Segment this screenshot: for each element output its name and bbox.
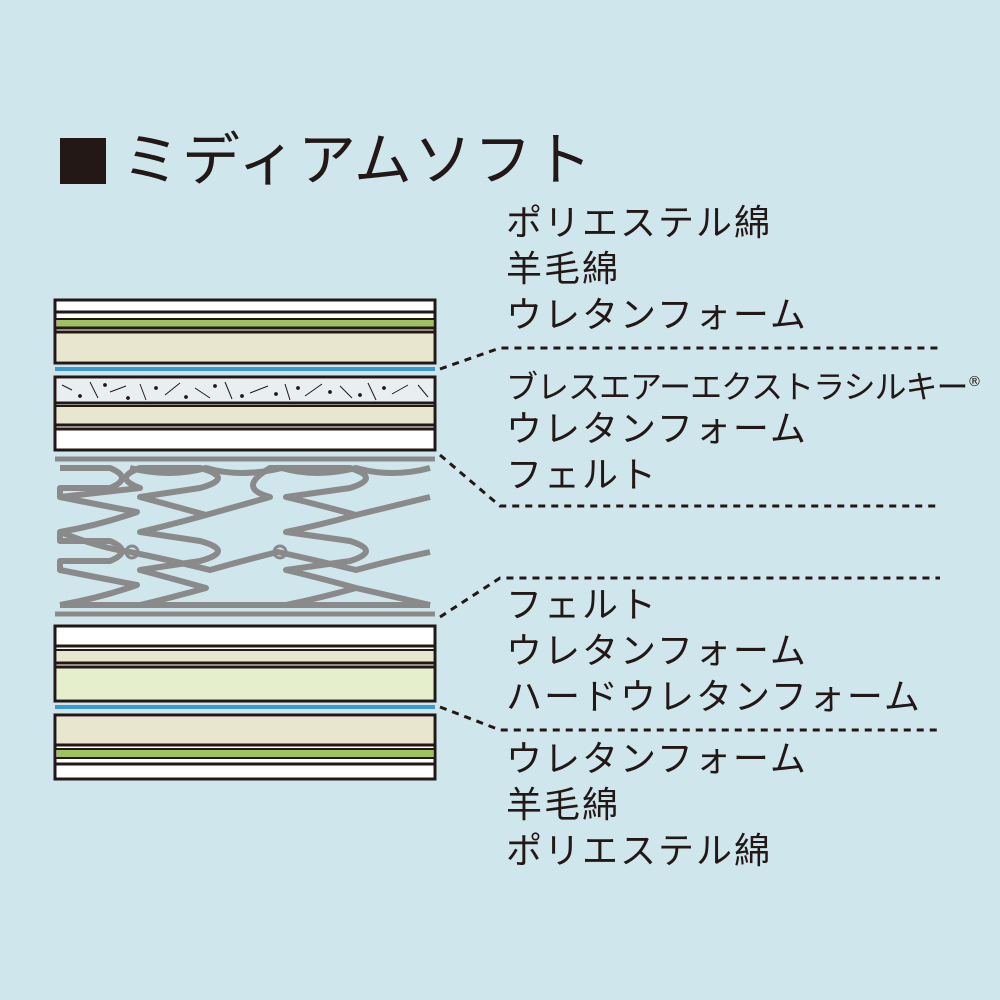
layer-urethane-3 xyxy=(57,650,433,663)
layer-wool-top xyxy=(57,319,433,328)
top-pad-block xyxy=(53,298,437,365)
layer-hard-urethane xyxy=(57,667,433,699)
hard-urethane-block xyxy=(53,624,437,703)
label-polyester-bottom: ポリエステル綿 xyxy=(506,831,773,872)
leader-line-2 xyxy=(439,453,940,508)
label-urethane-bottom: ウレタンフォーム xyxy=(506,739,808,780)
spring-knot-1 xyxy=(124,544,140,560)
breathair-fiber-texture xyxy=(61,381,429,401)
layer-felt-top xyxy=(57,429,433,448)
registered-mark: ® xyxy=(967,374,982,390)
label-felt-bottom: フェルト xyxy=(506,585,659,626)
spring-path-middle xyxy=(58,529,431,573)
layer-urethane-bottom xyxy=(57,717,433,745)
label-urethane-3: ウレタンフォーム xyxy=(506,631,808,672)
pocket-spring-coil xyxy=(55,456,435,617)
layer-breathair xyxy=(57,379,433,403)
label-urethane-top: ウレタンフォーム xyxy=(506,295,808,336)
layer-wool-bottom xyxy=(57,749,433,758)
spring-knot-2 xyxy=(272,544,288,560)
layer-polyester-top xyxy=(57,312,433,319)
bottom-pad-block xyxy=(53,713,437,781)
leader-line-4 xyxy=(439,705,940,732)
leader-line-3 xyxy=(439,576,940,619)
spring-path-left xyxy=(57,465,140,608)
label-urethane-2: ウレタンフォーム xyxy=(506,409,808,450)
leader-lines xyxy=(439,346,940,732)
label-breathair: ブレスエアーエクストラシルキー® xyxy=(506,368,982,406)
layer-polyester-bottom xyxy=(57,766,433,777)
diagram-title: ミディアムソフト xyxy=(122,126,594,194)
spring-path-2 xyxy=(59,465,221,608)
label-felt-top: フェルト xyxy=(506,455,659,496)
breathair-block xyxy=(53,375,437,452)
layer-urethane-2 xyxy=(57,406,433,425)
spring-path-3 xyxy=(205,465,369,608)
label-hard-urethane: ハードウレタンフォーム xyxy=(506,677,922,718)
layer-felt-bottom xyxy=(57,628,433,646)
spring-path-4 xyxy=(60,494,431,608)
layer-urethane-top xyxy=(57,332,433,361)
label-polyester-top: ポリエステル綿 xyxy=(506,203,773,244)
label-wool-bottom: 羊毛綿 xyxy=(506,785,621,826)
label-wool-top: 羊毛綿 xyxy=(506,249,621,290)
title-square-icon xyxy=(60,138,106,184)
leader-line-1 xyxy=(439,346,940,371)
